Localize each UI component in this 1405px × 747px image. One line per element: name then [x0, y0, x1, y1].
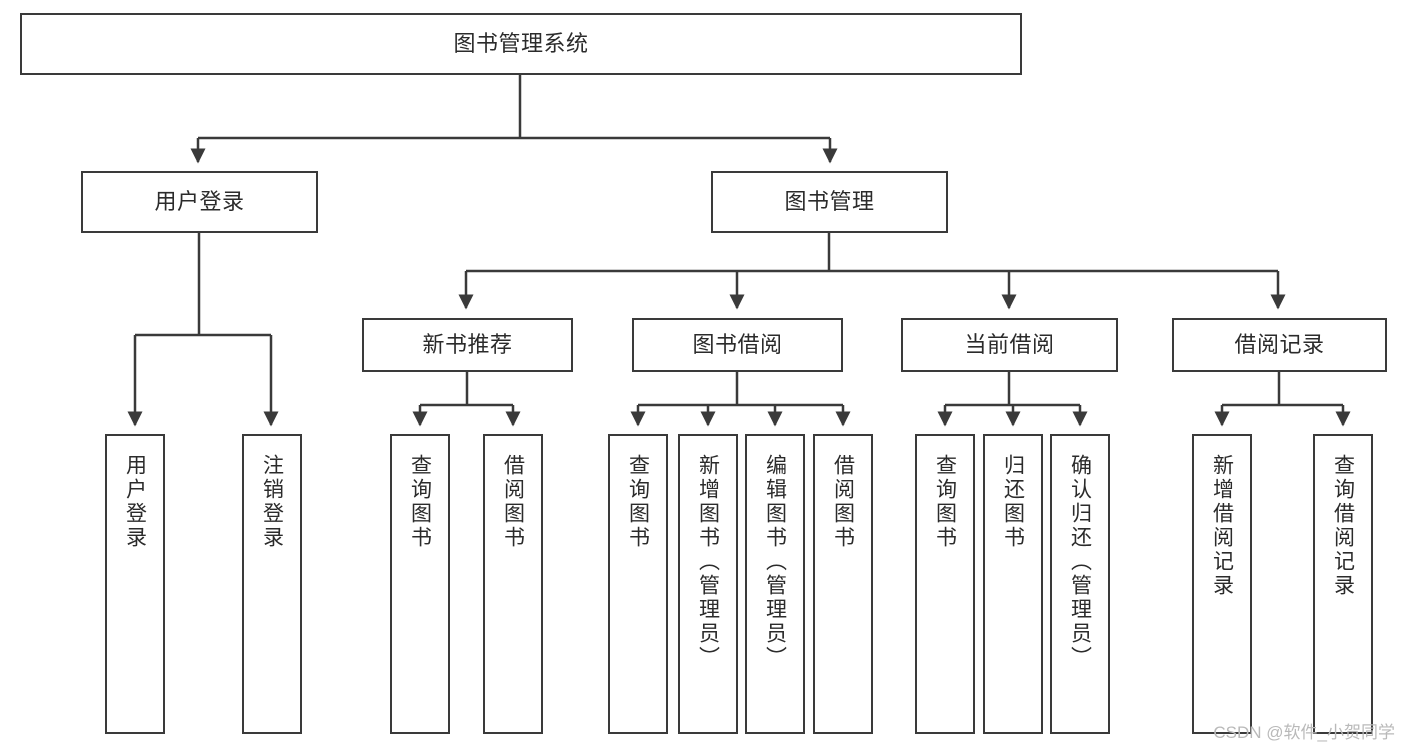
node-label: 借阅记录 [1234, 332, 1325, 358]
node-current-borrow[interactable]: 当前借阅 [901, 318, 1118, 372]
node-label: 借阅图书 [831, 454, 855, 550]
leaf-current-borrow-return[interactable]: 归还图书 [983, 434, 1043, 734]
node-label: 当前借阅 [964, 332, 1055, 358]
leaf-book-borrow-query[interactable]: 查询图书 [608, 434, 668, 734]
node-label: 查询图书 [933, 454, 957, 550]
node-label: 查询图书 [408, 454, 432, 550]
leaf-borrow-record-add[interactable]: 新增借阅记录 [1192, 434, 1252, 734]
node-new-book-recommend[interactable]: 新书推荐 [362, 318, 573, 372]
leaf-borrow-record-query[interactable]: 查询借阅记录 [1313, 434, 1373, 734]
node-label: 注销登录 [260, 454, 284, 550]
node-label: 用户登录 [123, 454, 147, 550]
node-label: 编辑图书（管理员） [763, 454, 787, 670]
node-borrow-record[interactable]: 借阅记录 [1172, 318, 1387, 372]
node-label: 新增借阅记录 [1210, 454, 1234, 598]
node-user-login[interactable]: 用户登录 [81, 171, 318, 233]
leaf-new-book-borrow[interactable]: 借阅图书 [483, 434, 543, 734]
leaf-book-borrow-edit[interactable]: 编辑图书（管理员） [745, 434, 805, 734]
node-label: 新书推荐 [422, 332, 513, 358]
node-label: 确认归还（管理员） [1068, 454, 1092, 670]
node-label: 图书借阅 [692, 332, 783, 358]
node-label: 归还图书 [1001, 454, 1025, 550]
node-root-system[interactable]: 图书管理系统 [20, 13, 1022, 75]
leaf-book-borrow-borrow[interactable]: 借阅图书 [813, 434, 873, 734]
leaf-user-login-login[interactable]: 用户登录 [105, 434, 165, 734]
leaf-book-borrow-add[interactable]: 新增图书（管理员） [678, 434, 738, 734]
node-label: 查询图书 [626, 454, 650, 550]
leaf-current-borrow-confirm[interactable]: 确认归还（管理员） [1050, 434, 1110, 734]
node-label: 用户登录 [154, 189, 245, 215]
leaf-user-login-logout[interactable]: 注销登录 [242, 434, 302, 734]
node-label: 图书管理系统 [453, 31, 589, 57]
leaf-new-book-query[interactable]: 查询图书 [390, 434, 450, 734]
node-label: 借阅图书 [501, 454, 525, 550]
leaf-current-borrow-query[interactable]: 查询图书 [915, 434, 975, 734]
node-book-management[interactable]: 图书管理 [711, 171, 948, 233]
node-book-borrow[interactable]: 图书借阅 [632, 318, 843, 372]
node-label: 查询借阅记录 [1331, 454, 1355, 598]
watermark: CSDN @软件_小贺同学 [1213, 723, 1395, 742]
node-label: 新增图书（管理员） [696, 454, 720, 670]
node-label: 图书管理 [784, 189, 875, 215]
